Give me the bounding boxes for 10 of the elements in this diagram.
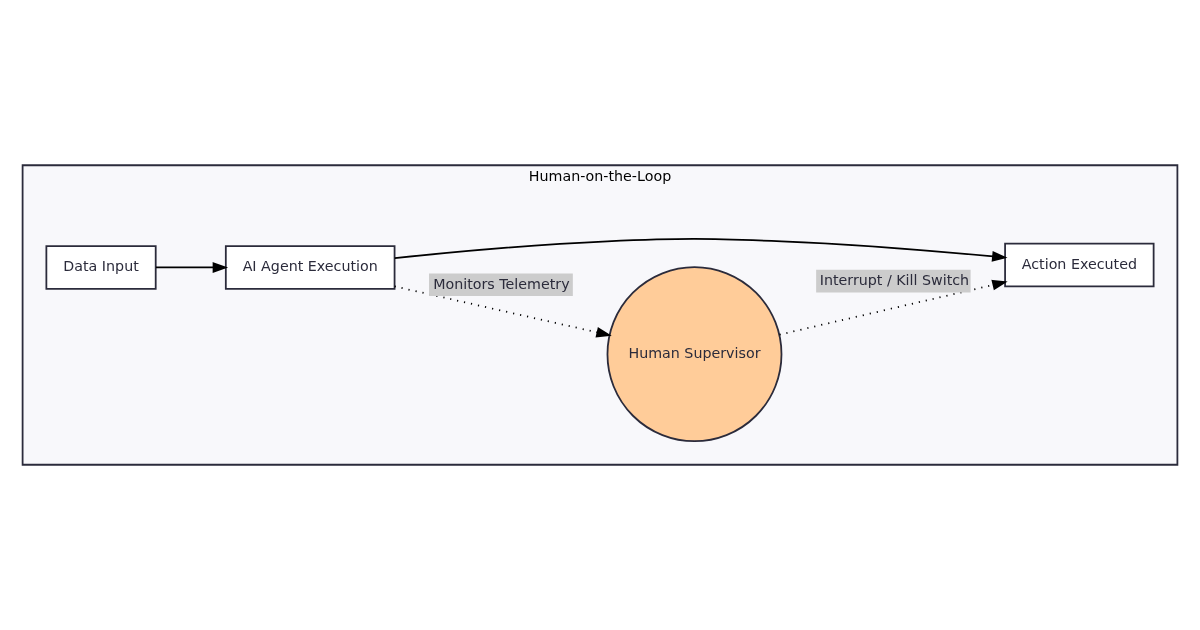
node-box: Data Input (45, 245, 157, 290)
edge-label: Monitors Telemetry (433, 275, 570, 292)
node-circle: Human Supervisor (606, 266, 783, 443)
arrow (393, 285, 612, 338)
arrow (393, 238, 1008, 262)
node-box: Action Executed (1004, 242, 1155, 288)
arrow (778, 279, 1008, 336)
arrow (155, 262, 229, 273)
node-box: AI Agent Execution (224, 245, 396, 290)
edge-label: Interrupt / Kill Switch (819, 272, 970, 289)
